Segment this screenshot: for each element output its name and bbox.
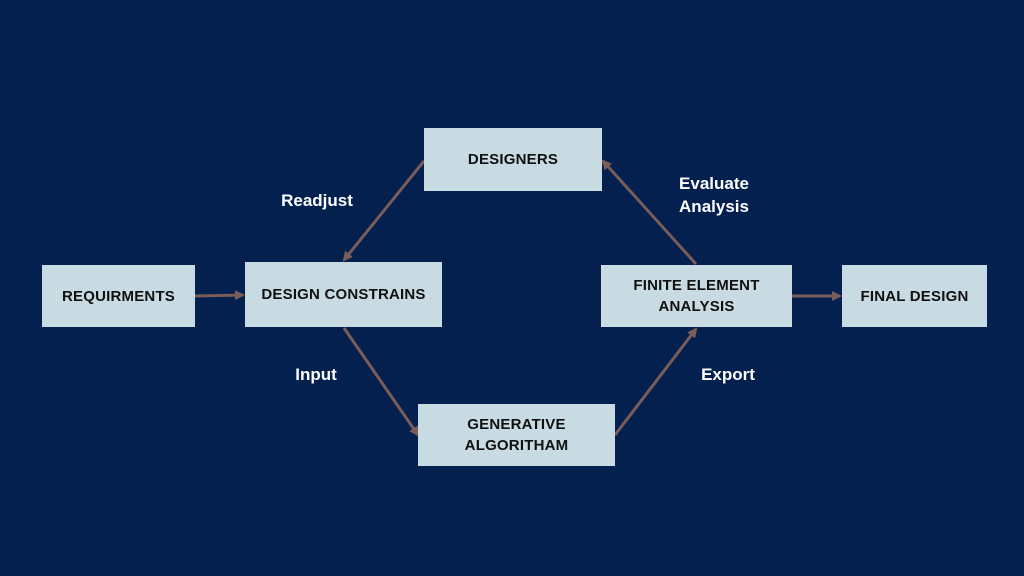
- arrow-requirements-to-design-constrains: [194, 290, 245, 301]
- node-design-constrains: DESIGN CONSTRAINS: [245, 262, 442, 327]
- node-generative-algorithm: GENERATIVE ALGORITHAM: [418, 404, 615, 466]
- label-input: Input: [295, 365, 337, 384]
- node-requirements: REQUIRMENTS: [42, 265, 195, 327]
- label-readjust: Readjust: [281, 191, 353, 210]
- node-designers: DESIGNERS: [424, 128, 602, 191]
- arrow-design-constrains-to-generative-algorithm: [342, 327, 420, 437]
- label-export: Export: [701, 365, 755, 384]
- node-final-design: FINAL DESIGN: [842, 265, 987, 327]
- node-finite-element-analysis: FINITE ELEMENT ANALYSIS: [601, 265, 792, 327]
- label-evaluate-analysis: Evaluate Analysis: [679, 174, 749, 216]
- arrow-generative-algorithm-to-fea: [613, 327, 698, 436]
- arrow-fea-to-designers: [601, 159, 698, 266]
- arrow-designers-to-design-constrains: [342, 160, 426, 262]
